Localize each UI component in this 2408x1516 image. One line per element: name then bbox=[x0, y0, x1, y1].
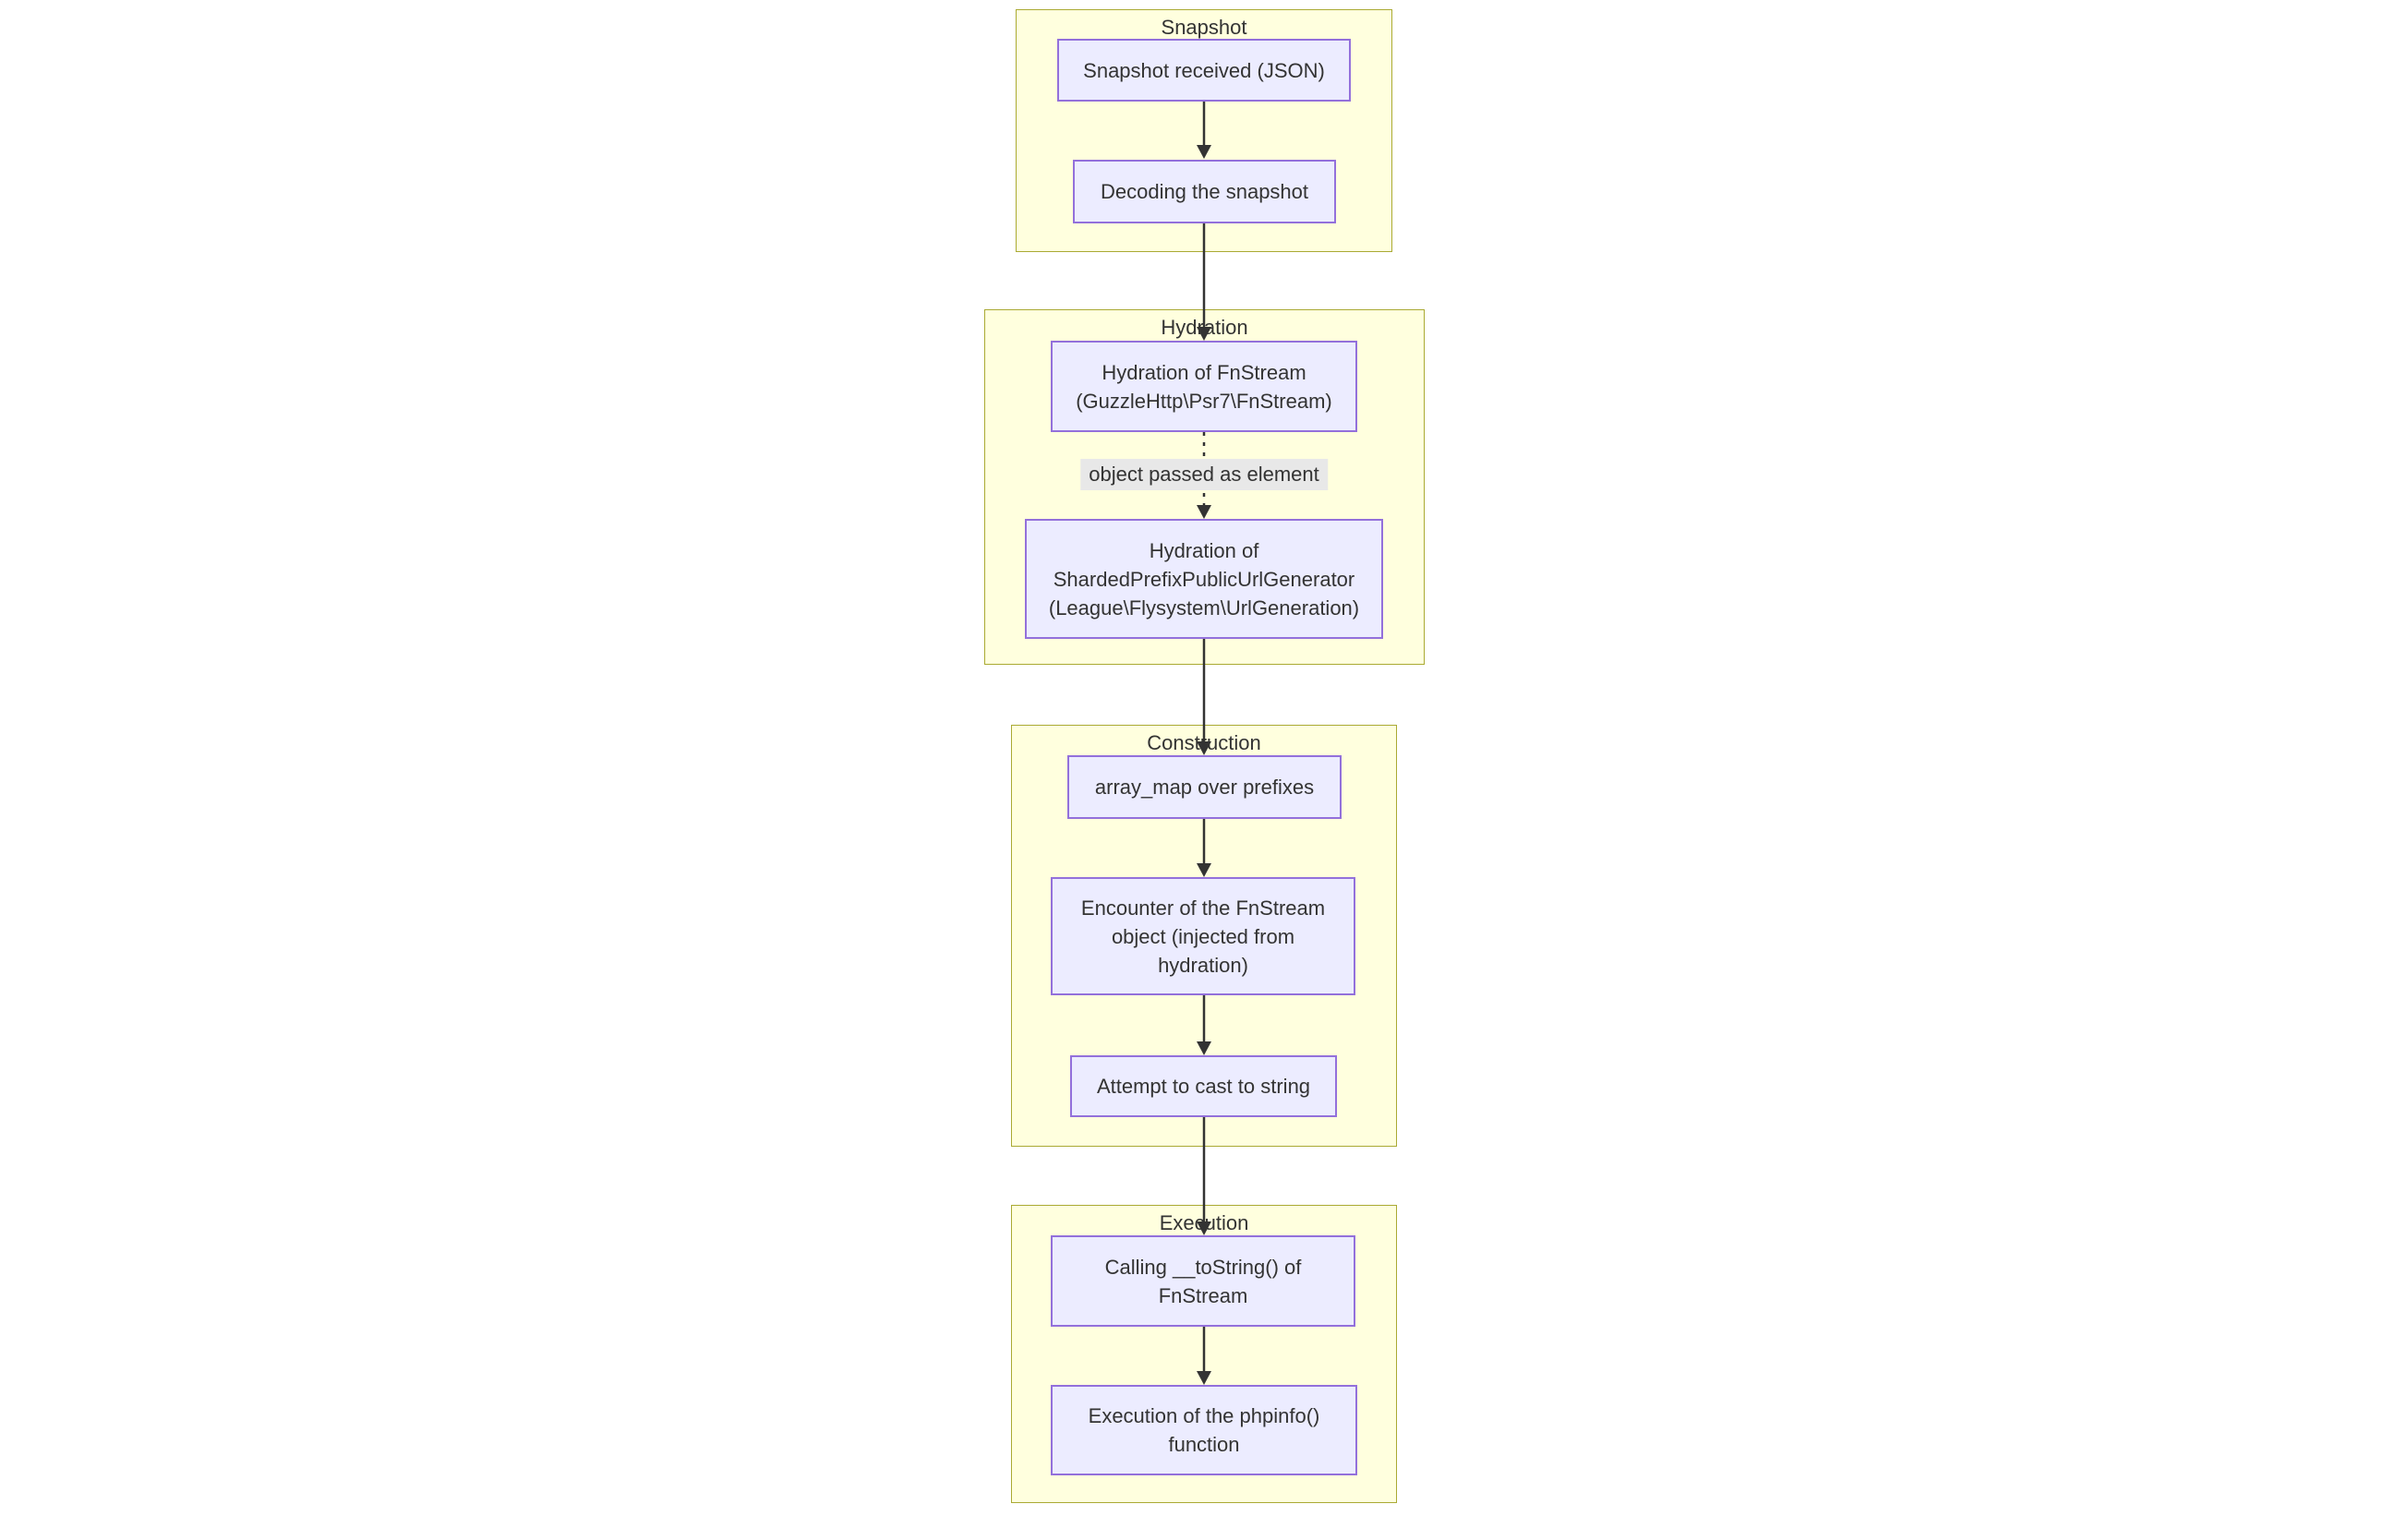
cluster-title-construction: Construction bbox=[1147, 731, 1261, 754]
node-attempt-cast-string: Attempt to cast to string bbox=[1070, 1055, 1337, 1117]
cluster-title-execution: Execution bbox=[1159, 1211, 1249, 1234]
node-decoding-snapshot: Decoding the snapshot bbox=[1073, 160, 1336, 223]
cluster-title-hydration: Hydration bbox=[1161, 316, 1248, 339]
edge-label-object-passed: object passed as element bbox=[1080, 459, 1328, 490]
node-hydration-fnstream: Hydration of FnStream (GuzzleHttp\Psr7\F… bbox=[1051, 341, 1357, 432]
node-encounter-fnstream: Encounter of the FnStream object (inject… bbox=[1051, 877, 1355, 995]
node-snapshot-received: Snapshot received (JSON) bbox=[1057, 39, 1351, 102]
cluster-title-snapshot: Snapshot bbox=[1161, 16, 1247, 39]
node-execution-phpinfo: Execution of the phpinfo() function bbox=[1051, 1385, 1357, 1475]
node-calling-tostring: Calling __toString() of FnStream bbox=[1051, 1235, 1355, 1327]
node-array-map: array_map over prefixes bbox=[1067, 755, 1342, 819]
node-hydration-shardedprefix: Hydration of ShardedPrefixPublicUrlGener… bbox=[1025, 519, 1383, 639]
